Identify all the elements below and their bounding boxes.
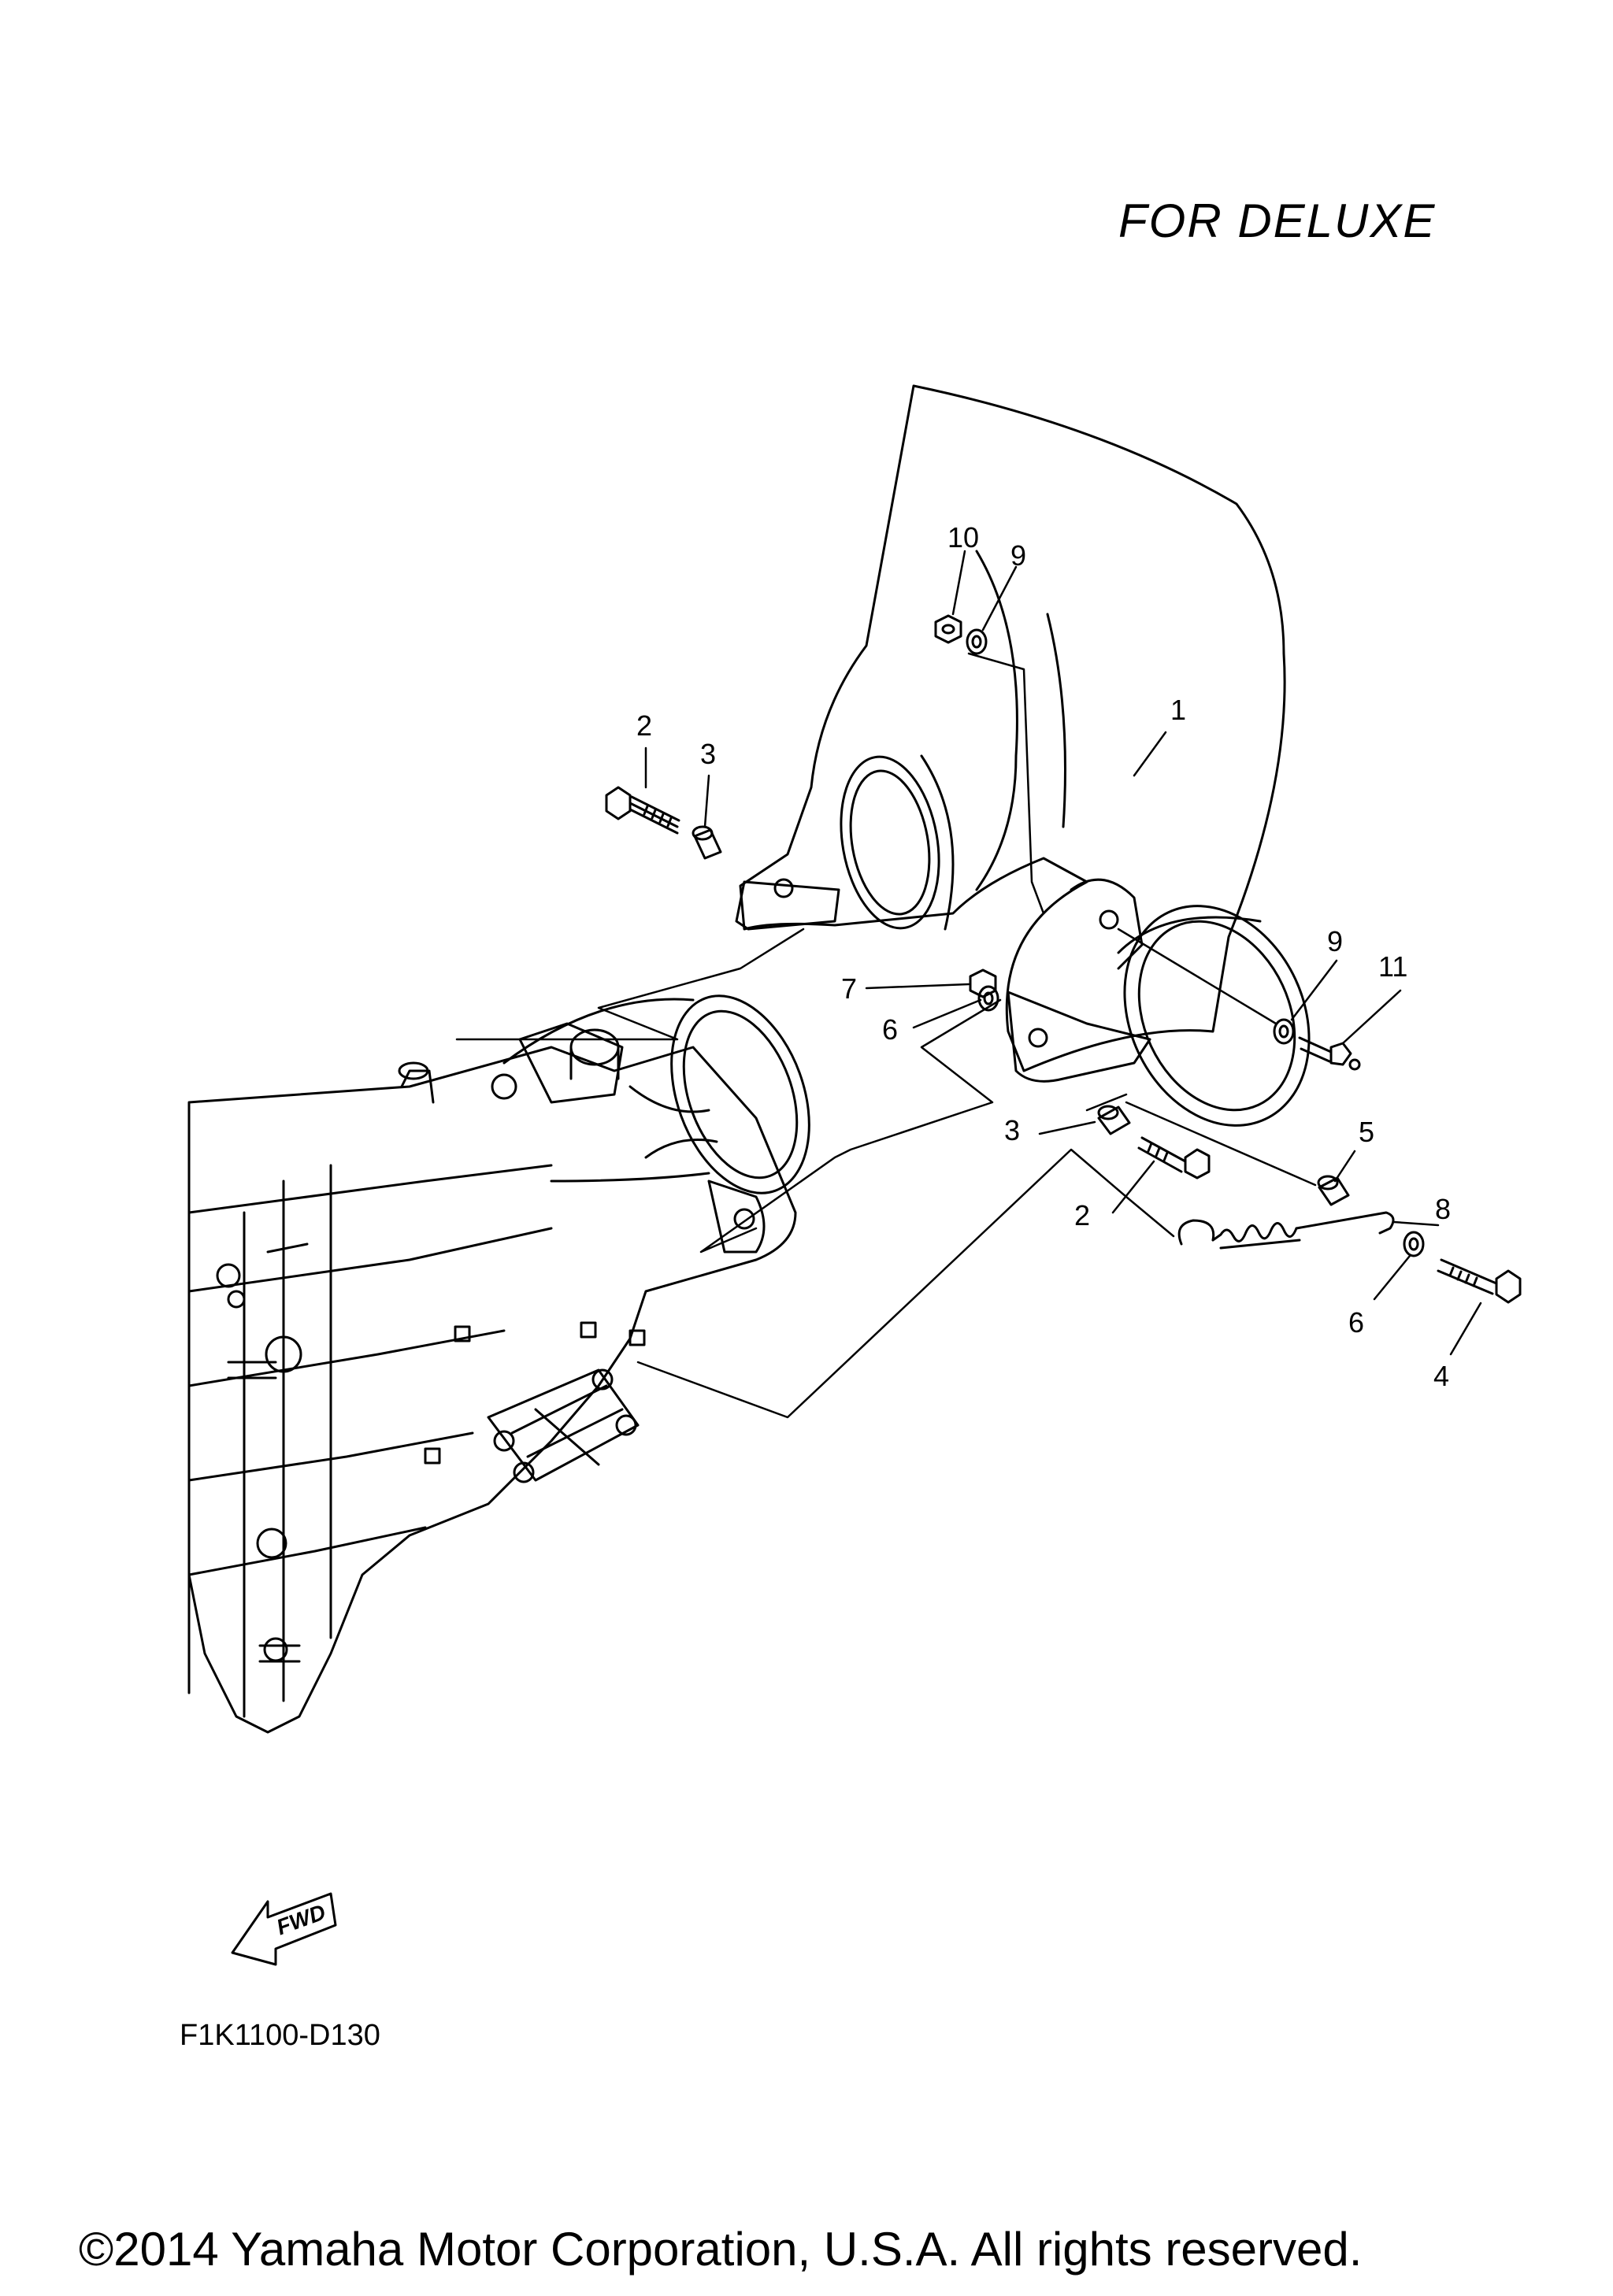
- washer-9-upper: [966, 628, 988, 655]
- drawing-code: F1K1100-D130: [180, 2019, 380, 2052]
- callout-2-top: 2: [636, 709, 652, 742]
- callout-6-bottom: 6: [1348, 1306, 1364, 1339]
- nut-10: [934, 614, 962, 644]
- collar-3-upper: [692, 825, 722, 860]
- callout-8: 8: [1435, 1193, 1451, 1225]
- callout-9-top: 9: [1010, 539, 1026, 572]
- collar-5: [1317, 1175, 1350, 1206]
- callout-4: 4: [1433, 1360, 1449, 1392]
- collar-3-lower: [1097, 1105, 1131, 1135]
- header-note: FOR DELUXE: [1118, 194, 1437, 247]
- callout-11: 11: [1378, 950, 1407, 983]
- callout-7: 7: [841, 972, 857, 1005]
- callout-6-mid: 6: [882, 1013, 898, 1046]
- nut-7: [969, 968, 997, 998]
- copyright-notice: ©2014 Yamaha Motor Corporation, U.S.A. A…: [79, 2223, 1363, 2276]
- bolt-2-upper: [605, 786, 680, 835]
- nozzle-housing: [735, 384, 1311, 1127]
- bolt-11: [1298, 1036, 1361, 1071]
- callout-3-bottom: 3: [1004, 1114, 1020, 1146]
- washer-9-right: [1273, 1018, 1295, 1045]
- bolt-4: [1437, 1258, 1522, 1304]
- callout-5: 5: [1359, 1116, 1374, 1148]
- washer-6-lower: [1403, 1231, 1425, 1257]
- callout-9-right: 9: [1327, 925, 1343, 957]
- bolt-2-lower: [1137, 1136, 1211, 1179]
- assembly-lines: [455, 652, 1317, 1419]
- callout-3-top: 3: [700, 738, 716, 770]
- fwd-arrow-icon: [231, 1892, 337, 1966]
- washer-6-mid: [977, 985, 999, 1012]
- callout-10: 10: [947, 521, 979, 554]
- spring-8: [1177, 1211, 1395, 1250]
- callout-1: 1: [1170, 694, 1186, 726]
- leader-lines: [644, 550, 1482, 1356]
- callout-2-bottom: 2: [1074, 1199, 1090, 1231]
- jet-pump-assembly: [187, 994, 810, 1734]
